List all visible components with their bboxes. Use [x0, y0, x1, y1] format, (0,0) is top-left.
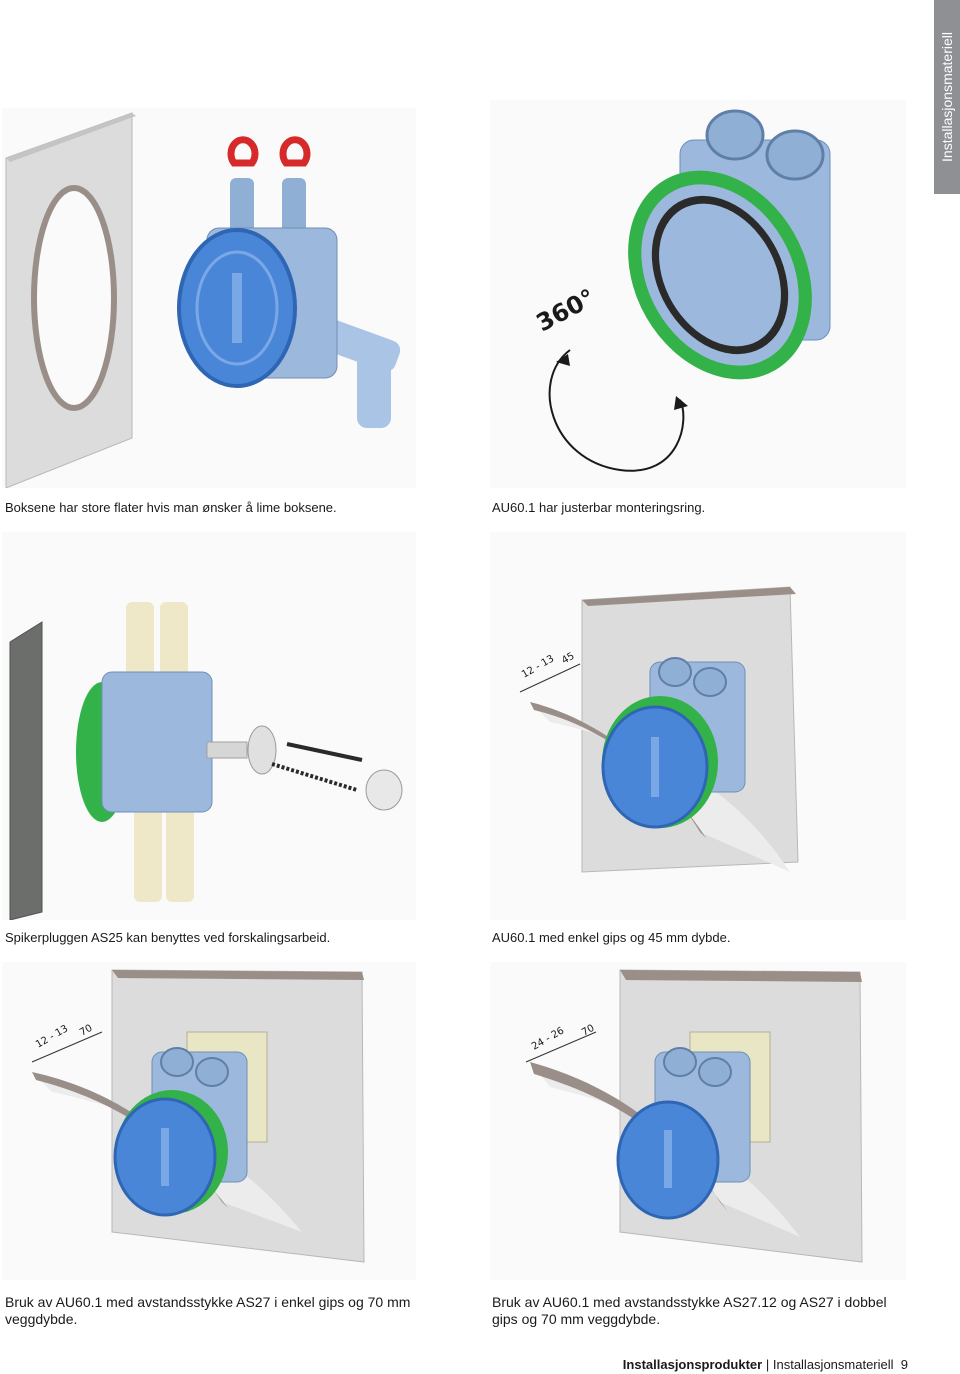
adjustable-ring-illustration: 360° [532, 109, 831, 472]
side-tab-label: Installasjonsmateriell [939, 32, 955, 162]
caption-single-gips-45: AU60.1 med enkel gips og 45 mm dybde. [492, 930, 731, 945]
dim-label-thickness: 12 - 13 [34, 1023, 70, 1050]
dim-label-depth: 45 [560, 651, 577, 667]
caption-single-gips-70: Bruk av AU60.1 med avstandsstykke AS27 i… [5, 1294, 411, 1327]
figure-glue-surface [2, 108, 416, 488]
figure-single-gips-45: 12 - 13 45 [490, 532, 906, 920]
page-footer: Installasjonsprodukter | Installasjonsma… [623, 1357, 908, 1372]
single-gips-45-illustration: 12 - 13 45 [519, 586, 799, 873]
side-tab: Installasjonsmateriell [934, 0, 960, 194]
footer-section: Installasjonsprodukter [622, 1357, 763, 1372]
figure-double-gips-70: 24 - 26 70 [490, 962, 906, 1280]
caption-glue-surface: Boksene har store flater hvis man ønsker… [5, 500, 337, 515]
footer-subsection: Installasjonsmateriell [772, 1357, 894, 1372]
caption-nail-plug: Spikerpluggen AS25 kan benyttes ved fors… [5, 930, 331, 945]
footer-separator: | [765, 1357, 770, 1372]
caption-adjustable-ring: AU60.1 har justerbar monteringsring. [492, 500, 706, 515]
dim-label-thickness: 12 - 13 [520, 653, 556, 680]
page-number: 9 [900, 1357, 908, 1372]
dim-label-depth: 70 [580, 1023, 597, 1039]
single-gips-70-illustration: 12 - 13 70 [31, 969, 365, 1263]
nail-plug-illustration [9, 602, 403, 920]
figure-single-gips-70: 12 - 13 70 [2, 962, 416, 1280]
dim-label-thickness: 24 - 26 [530, 1025, 566, 1052]
figure-nail-plug [2, 532, 416, 920]
figure-adjustable-ring: 360° [490, 100, 906, 488]
glue-surface-illustration [5, 112, 401, 488]
caption-double-gips-70: Bruk av AU60.1 med avstandsstykke AS27.1… [492, 1294, 887, 1327]
angle-label: 360° [532, 283, 600, 337]
double-gips-70-illustration: 24 - 26 70 [525, 969, 863, 1263]
